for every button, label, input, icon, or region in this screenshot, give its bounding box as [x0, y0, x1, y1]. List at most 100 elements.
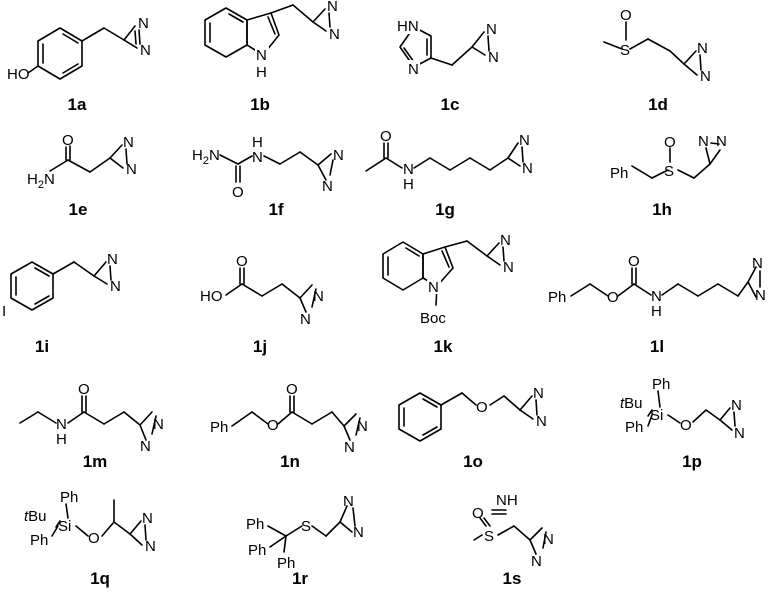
diazirine-ring [486, 242, 500, 257]
compound-1h: Ph O S N N 1h [610, 133, 727, 219]
atom-label: H2N [192, 147, 220, 167]
atom-label: H [651, 303, 662, 320]
compound-id: 1c [441, 95, 460, 114]
atom-label: N [343, 493, 354, 510]
atom-label: N [522, 160, 533, 177]
atom-label: N [428, 279, 439, 296]
compound-1b: N H N N 1b [204, 0, 340, 114]
diazirine-ring [683, 50, 697, 65]
atom-label: O [267, 417, 279, 434]
atom-label: O [620, 7, 632, 24]
compound-1j: O HO N N 1j [200, 253, 324, 356]
atom-label: N [536, 413, 547, 430]
atom-label: N [543, 531, 554, 548]
benzene-ring [382, 241, 424, 291]
atom-label: N [300, 311, 311, 328]
pyrrole-ring [246, 12, 280, 56]
atom-label: O [607, 289, 619, 306]
compound-id: 1f [268, 200, 283, 219]
atom-label: N [734, 425, 745, 442]
atom-label: Ph [610, 165, 628, 182]
atom-label: H [252, 134, 263, 151]
diazirine-ring [343, 413, 357, 427]
compound-id: 1h [652, 200, 672, 219]
atom-label: N [752, 255, 763, 272]
atom-label: HO [200, 288, 223, 305]
atom-label: Ph [548, 289, 566, 306]
diazirine-ring [312, 8, 326, 23]
atom-label: N [56, 416, 67, 433]
atom-label: N [142, 510, 153, 527]
atom-label: Ph [210, 419, 228, 436]
compound-id: 1d [648, 95, 668, 114]
compound-id: 1s [503, 569, 522, 588]
atom-label: N [353, 524, 364, 541]
atom-label: Ph [625, 419, 643, 436]
benzene-ring [204, 7, 248, 58]
atom-label: N [500, 232, 511, 249]
atom-label: S [664, 163, 674, 180]
compound-id: 1n [280, 452, 300, 471]
atom-label: Ph [277, 555, 295, 572]
atom-label: N [651, 288, 662, 305]
atom-label: HO [7, 66, 30, 83]
atom-label: N [344, 439, 355, 456]
compound-1q: Ph tBu Si Ph O N N 1q [24, 489, 156, 588]
atom-label: N [123, 134, 134, 151]
atom-label: N [126, 161, 137, 178]
imidazole-ring [399, 26, 432, 68]
atom-label: N [503, 259, 514, 276]
atom-label: O [628, 253, 640, 270]
compound-1g: O N H N N 1g [365, 128, 533, 219]
atom-label: tBu [620, 395, 643, 412]
diazirine-ring [93, 261, 107, 277]
atom-label: H [56, 431, 67, 448]
atom-label: H2N [27, 171, 55, 191]
diazirine-ring [507, 142, 519, 159]
atom-label: N [488, 49, 499, 66]
compound-id: 1g [435, 200, 455, 219]
atom-label: Si [58, 518, 71, 535]
compound-id: 1o [463, 452, 483, 471]
atom-label: O [78, 381, 90, 398]
atom-label: N [256, 47, 267, 64]
compound-1s: NH O S N N 1s [472, 492, 554, 588]
compound-1i: I N N 1i [2, 251, 121, 356]
atom-label: Ph [60, 489, 78, 506]
diazirine-ring [719, 407, 731, 421]
atom-label: N [322, 178, 333, 195]
atom-label: N [329, 26, 340, 43]
atom-label: HN [397, 18, 419, 35]
benzene-ring [398, 392, 442, 442]
atom-label: N [140, 42, 151, 59]
atom-label: Boc [420, 310, 446, 327]
atom-label: O [232, 184, 244, 201]
compound-id: 1e [69, 200, 88, 219]
atom-label: N [698, 133, 709, 150]
compound-1c: HN N N N 1c [396, 18, 499, 114]
atom-label: Ph [30, 532, 48, 549]
compound-id: 1r [292, 569, 308, 588]
atom-label: N [252, 149, 263, 166]
atom-label: N [333, 147, 344, 164]
atom-label: O [680, 417, 692, 434]
atom-label: N [313, 288, 324, 305]
atom-label: I [2, 303, 6, 320]
atom-label: N [531, 553, 542, 570]
compound-1o: O N N 1o [398, 385, 547, 471]
diazirine-ring [471, 31, 485, 48]
atom-label: S [484, 528, 494, 545]
atom-label: O [472, 505, 484, 522]
atom-label: N [403, 161, 414, 178]
atom-label: N [716, 133, 727, 150]
atom-label: O [286, 381, 298, 398]
atom-label: N [357, 418, 368, 435]
compound-id: 1j [253, 337, 267, 356]
compound-id: 1b [250, 95, 270, 114]
atom-label: N [697, 40, 708, 57]
atom-label: N [755, 287, 766, 304]
atom-label: Si [650, 407, 663, 424]
diazirine-ring [747, 266, 757, 283]
atom-label: N [731, 397, 742, 414]
benzene-ring [10, 261, 54, 311]
